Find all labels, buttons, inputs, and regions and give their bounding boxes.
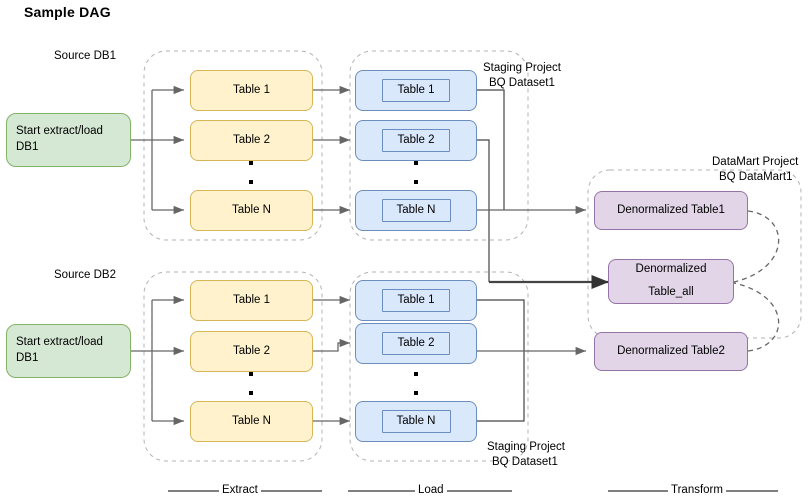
load-top-table-2[interactable]: Table 2 <box>355 120 477 161</box>
load-bottom-table-1-label: Table 1 <box>382 288 450 313</box>
load-top-table-1[interactable]: Table 1 <box>355 70 477 111</box>
denormalized-table1-label: Denormalized Table1 <box>617 203 725 216</box>
denormalized-table-all[interactable]: Denormalized Table_all <box>608 259 734 304</box>
extract-top-table-2-label: Table 2 <box>232 133 271 146</box>
ellipsis-dot-extract-top-b <box>249 180 253 184</box>
extract-top-table-2[interactable]: Table 2 <box>190 120 313 161</box>
load-top-table-n-label: Table N <box>381 198 451 223</box>
phase-label-extract: Extract <box>219 484 261 496</box>
extract-top-table-1[interactable]: Table 1 <box>190 70 313 111</box>
ellipsis-dot-load-top-b <box>414 180 418 184</box>
start-node-db2-label: Start extract/load DB1 <box>16 336 103 364</box>
start-node-db2[interactable]: Start extract/load DB1 <box>6 324 131 378</box>
load-bottom-table-2-label: Table 2 <box>382 331 450 356</box>
label-datamart-line2: BQ DataMart1 <box>719 171 793 183</box>
load-top-table-1-label: Table 1 <box>382 78 450 103</box>
denormalized-table-all-line2: Table_all <box>648 286 694 298</box>
label-source-db2: Source DB2 <box>54 269 117 281</box>
extract-bottom-table-2[interactable]: Table 2 <box>190 331 313 372</box>
extract-top-table-n[interactable]: Table N <box>190 190 313 231</box>
load-bottom-table-n-label: Table N <box>381 409 451 434</box>
extract-bottom-table-n-label: Table N <box>232 414 271 427</box>
ellipsis-dot-load-bottom-a <box>414 372 418 376</box>
edge-ltop2-to-tableall <box>477 139 490 282</box>
edge-ebot2-lbot2 <box>313 338 350 352</box>
extract-top-table-n-label: Table N <box>232 203 271 216</box>
extract-bottom-table-n[interactable]: Table N <box>190 401 313 442</box>
ellipsis-dot-extract-bottom-b <box>249 391 253 395</box>
page-title: Sample DAG <box>24 4 111 20</box>
load-top-table-2-label: Table 2 <box>382 128 450 153</box>
start-node-db1[interactable]: Start extract/load DB1 <box>6 113 131 167</box>
denormalized-table1[interactable]: Denormalized Table1 <box>594 191 748 230</box>
load-bottom-table-2[interactable]: Table 2 <box>355 323 477 364</box>
load-bottom-table-1[interactable]: Table 1 <box>355 280 477 321</box>
edge-ltop1-to-dt1 <box>477 89 505 210</box>
edge-lbotn-to-dt2 <box>477 351 525 422</box>
extract-bottom-table-1[interactable]: Table 1 <box>190 280 313 321</box>
ellipsis-dot-load-bottom-b <box>414 391 418 395</box>
load-top-table-n[interactable]: Table N <box>355 190 477 231</box>
ellipsis-dot-extract-bottom-a <box>249 372 253 376</box>
extract-top-table-1-label: Table 1 <box>232 83 271 96</box>
denormalized-table-all-line1: Denormalized <box>635 263 707 276</box>
label-staging-top-line2: BQ Dataset1 <box>489 77 555 89</box>
start-node-db1-label: Start extract/load DB1 <box>16 125 103 153</box>
label-datamart-line1: DataMart Project <box>712 156 799 168</box>
ellipsis-dot-extract-top-a <box>249 161 253 165</box>
extract-bottom-table-1-label: Table 1 <box>232 293 271 306</box>
denormalized-table2-label: Denormalized Table2 <box>617 344 725 357</box>
denormalized-table2[interactable]: Denormalized Table2 <box>594 332 748 371</box>
ellipsis-dot-load-top-a <box>414 161 418 165</box>
load-bottom-table-n[interactable]: Table N <box>355 401 477 442</box>
label-staging-bottom-line2: BQ Dataset1 <box>492 456 558 468</box>
label-staging-top-line1: Staging Project <box>483 62 561 74</box>
extract-bottom-table-2-label: Table 2 <box>232 344 271 357</box>
label-source-db1: Source DB1 <box>54 50 117 62</box>
edge-lbot1-to-dt2 <box>477 299 525 351</box>
phase-label-transform: Transform <box>668 484 726 496</box>
phase-label-load: Load <box>415 484 447 496</box>
label-staging-bottom-line1: Staging Project <box>487 441 565 453</box>
